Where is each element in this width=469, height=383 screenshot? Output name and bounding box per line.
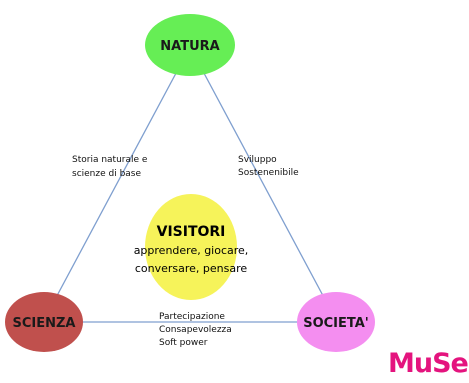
edge-natura-societa [189, 46, 337, 321]
edge-label-scienza-societa-line-1: Partecipazione [159, 312, 225, 322]
muse-logo: MuSe [388, 348, 468, 379]
visitori-node [145, 194, 237, 300]
edge-label-scienza-societa-line-2: Consapevolezza [159, 325, 232, 335]
edge-label-natura-societa-line-2: Sostenenibile [238, 168, 299, 178]
societa-label: SOCIETA' [303, 316, 369, 331]
visitori-line-1: apprendere, giocare, [134, 244, 249, 257]
visitori-line-2: conversare, pensare [135, 262, 248, 275]
visitori-label: VISITORI [157, 224, 226, 240]
edge-natura-scienza [43, 46, 191, 321]
societa-node [297, 292, 375, 352]
natura-label: NATURA [160, 39, 219, 54]
scienza-node [5, 292, 83, 352]
natura-node [145, 14, 235, 76]
scienza-label: SCIENZA [13, 316, 76, 331]
edge-label-scienza-societa-line-3: Soft power [159, 338, 208, 348]
edge-label-natura-societa-line-1: Sviluppo [238, 155, 277, 165]
edge-label-natura-scienza-line-2: scienze di base [72, 169, 141, 179]
edge-label-natura-scienza-line-1: Storia naturale e [72, 155, 148, 165]
